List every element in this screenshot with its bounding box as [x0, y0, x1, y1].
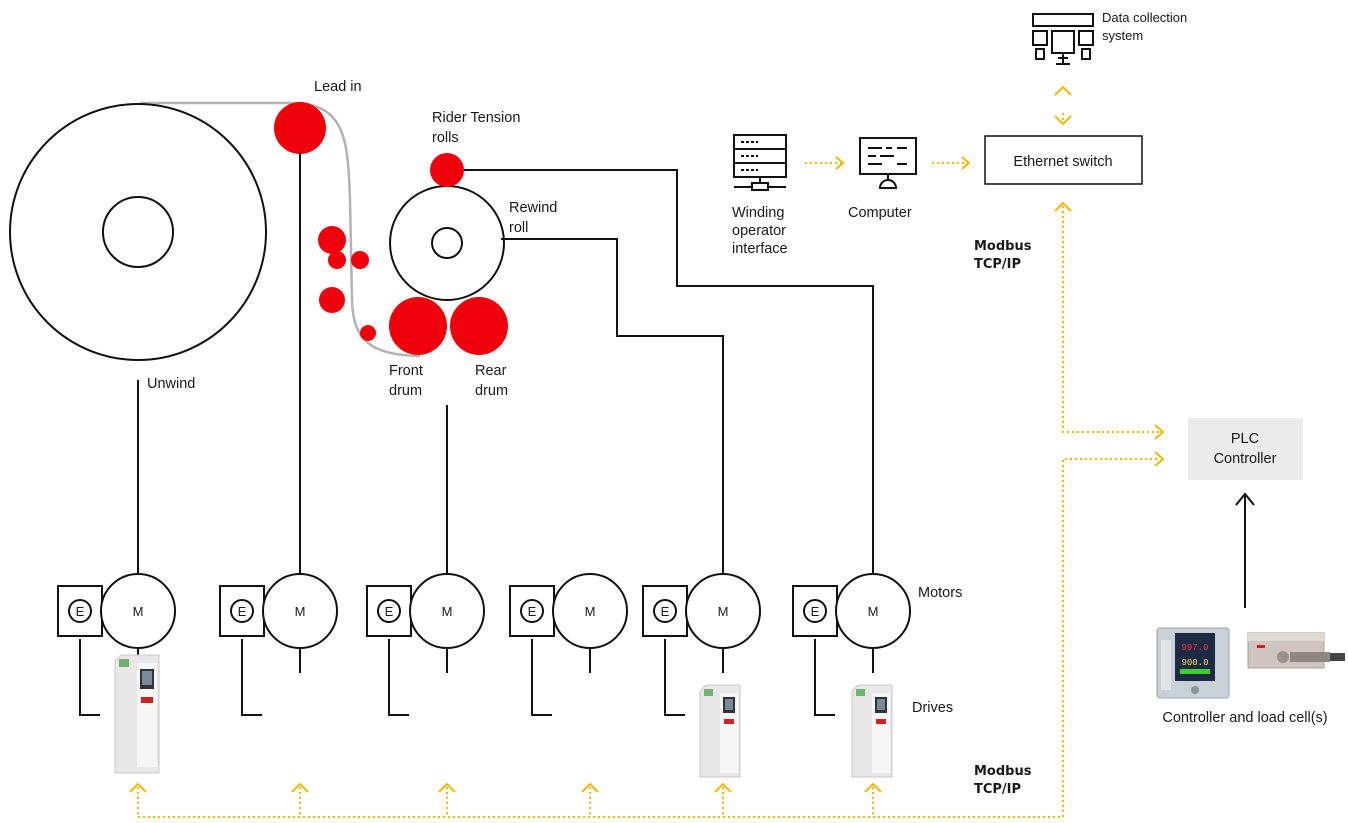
- encoder-cable: [815, 639, 835, 715]
- guide-roll-3: [351, 251, 369, 269]
- drives-label: Drives: [912, 700, 953, 716]
- modbus-network: [130, 87, 1163, 817]
- modbus-top-label-2: TCP/IP: [974, 257, 1021, 272]
- encoder-label: E: [811, 604, 820, 619]
- ethernet-to-plc-line: [1063, 206, 1160, 432]
- guide-roll-2: [328, 251, 346, 269]
- ethernet-switch-label: Ethernet switch: [1013, 154, 1112, 170]
- modbus-bottom-label-2: TCP/IP: [974, 782, 1021, 797]
- motor-label: M: [585, 604, 596, 619]
- rewind-label-2: roll: [509, 220, 528, 236]
- guide-roll-4: [319, 287, 345, 313]
- encoder-cable: [389, 639, 409, 715]
- front-drum: [389, 297, 447, 355]
- rear-drum-label-2: drum: [475, 383, 508, 399]
- motors-label: Motors: [918, 585, 962, 601]
- drive-2: [700, 685, 740, 777]
- computer-label: Computer: [848, 205, 912, 221]
- rewind-label-1: Rewind: [509, 200, 557, 216]
- computer-icon: [860, 138, 916, 188]
- rear-drum: [450, 297, 508, 355]
- data-collection-label-2: system: [1102, 28, 1143, 43]
- winding-label-1: Winding: [732, 205, 784, 221]
- motor-label: M: [133, 604, 144, 619]
- motor-label: M: [718, 604, 729, 619]
- lead-in-label: Lead in: [314, 79, 362, 95]
- encoder-label: E: [76, 604, 85, 619]
- winding-label-2: operator: [732, 223, 786, 239]
- guide-roll-5: [360, 325, 376, 341]
- rewind-line: [501, 239, 723, 573]
- modbus-bottom-label-1: Modbus: [974, 764, 1032, 779]
- rewind-core: [432, 228, 462, 258]
- plc-controller-box: [1188, 418, 1303, 480]
- front-drum-label-1: Front: [389, 363, 423, 379]
- plc-label-2: Controller: [1214, 451, 1277, 467]
- encoder-cable: [80, 639, 100, 715]
- drive-3: [852, 685, 892, 777]
- display-value-2: 900.0: [1181, 658, 1208, 668]
- motor-label: M: [868, 604, 879, 619]
- data-collection-label-1: Data collection: [1102, 10, 1187, 25]
- rider-roll: [430, 153, 464, 187]
- controller-icon: 997.0 900.0: [1157, 628, 1229, 698]
- unwind-core: [103, 197, 173, 267]
- encoder-cable: [242, 639, 262, 715]
- encoder-cable: [532, 639, 552, 715]
- bus-drops: [130, 784, 881, 817]
- encoder-label: E: [661, 604, 670, 619]
- arrow-head: [836, 157, 843, 169]
- lead-in-roll: [274, 102, 326, 154]
- controller-load-cell-label: Controller and load cell(s): [1162, 710, 1327, 726]
- unwind-label: Unwind: [147, 376, 195, 392]
- front-drum-label-2: drum: [389, 383, 422, 399]
- guide-roll-1: [318, 226, 346, 254]
- encoder-cable: [665, 639, 685, 715]
- rider-tension-label-1: Rider Tension: [432, 110, 520, 126]
- drive-1: [115, 655, 159, 773]
- encoder-label: E: [385, 604, 394, 619]
- motor-label: M: [295, 604, 306, 619]
- load-cell-icon: [1248, 633, 1345, 668]
- rider-tension-label-2: rolls: [432, 130, 459, 146]
- data-collection-icon: [1033, 14, 1093, 64]
- server-icon: [734, 135, 786, 190]
- motor-label: M: [442, 604, 453, 619]
- encoder-label: E: [238, 604, 247, 619]
- rear-drum-label-1: Rear: [475, 363, 507, 379]
- encoder-label: E: [528, 604, 537, 619]
- modbus-top-label-1: Modbus: [974, 239, 1032, 254]
- display-value-1: 997.0: [1181, 643, 1208, 653]
- plc-label-1: PLC: [1231, 431, 1259, 447]
- arrow-head: [1055, 87, 1071, 95]
- winding-label-3: interface: [732, 241, 788, 257]
